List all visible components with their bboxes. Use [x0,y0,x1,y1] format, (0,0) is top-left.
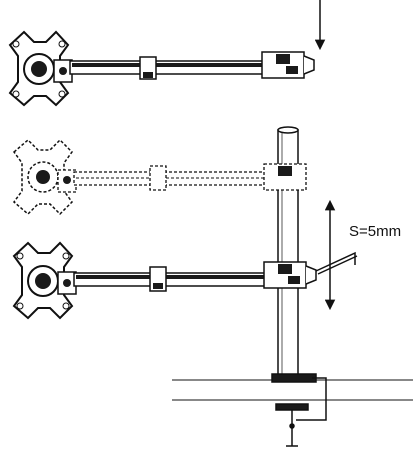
vesa-plate-icon [8,30,70,107]
monitor-arm-bottom [12,241,317,320]
desk-surface [172,379,413,401]
allen-key-icon [315,251,358,275]
allen-key-size-label: S=5mm [349,223,401,240]
desk-clamp-icon [271,373,327,447]
vesa-plate-icon-bottom [12,241,74,320]
monitor-arm-top [8,30,315,107]
support-pole [277,126,299,379]
monitor-arm-middle-ghost [12,138,307,216]
